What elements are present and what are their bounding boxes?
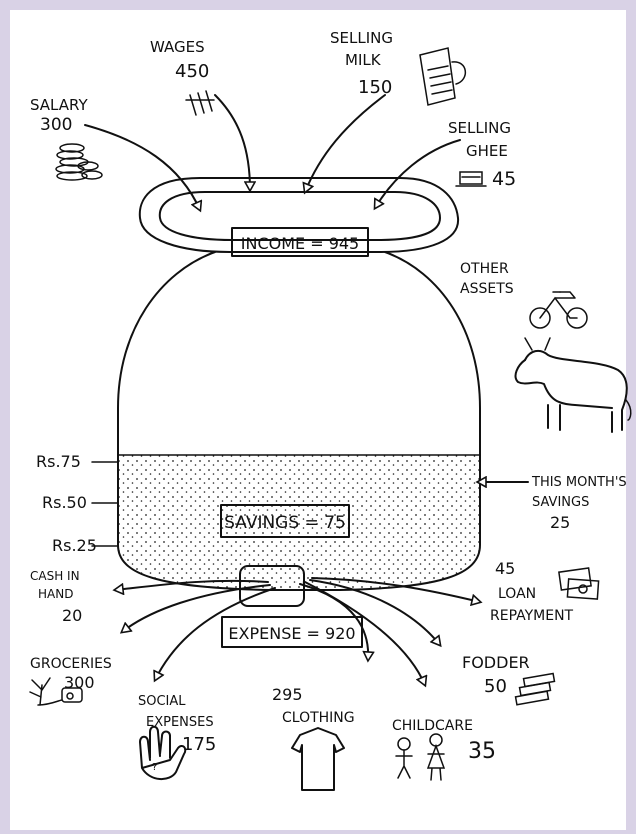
clothing-label: CLOTHING bbox=[282, 710, 355, 726]
level-label-25: Rs.25 bbox=[52, 536, 97, 555]
clothing-value: 295 bbox=[272, 685, 303, 704]
ghee-tin-icon bbox=[456, 172, 486, 186]
wages-value: 450 bbox=[175, 61, 209, 82]
savings-total: SAVINGS = 75 bbox=[224, 513, 346, 533]
fodder-label: FODDER bbox=[462, 653, 530, 672]
bicycle-icon bbox=[530, 292, 587, 328]
childcare-value: 35 bbox=[468, 739, 496, 764]
loan-label-1: LOAN bbox=[498, 586, 536, 602]
coin-stack-icon bbox=[56, 144, 102, 180]
money-notes-icon bbox=[559, 568, 599, 599]
income-total: INCOME = 945 bbox=[241, 234, 359, 253]
level-label-75: Rs.75 bbox=[36, 452, 81, 471]
groceries-label: GROCERIES bbox=[30, 656, 112, 672]
wages-arrow bbox=[215, 95, 250, 190]
tally-marks-icon bbox=[186, 91, 214, 115]
social-value: 175 bbox=[182, 734, 216, 755]
social-label-1: SOCIAL bbox=[138, 694, 186, 709]
childcare-label: CHILDCARE bbox=[392, 718, 473, 734]
salary-label: SALARY bbox=[30, 96, 88, 114]
ghee-label-1: SELLING bbox=[448, 119, 511, 137]
ghee-value: 45 bbox=[492, 168, 516, 190]
assets-label-2: ASSETS bbox=[460, 281, 514, 297]
milk-value: 150 bbox=[358, 77, 392, 98]
loan-label-2: REPAYMENT bbox=[490, 608, 574, 624]
milk-label-1: SELLING bbox=[330, 29, 393, 47]
children-icon bbox=[396, 734, 444, 780]
this-month-label-1: THIS MONTH'S bbox=[531, 475, 627, 490]
cash-label-2: HAND bbox=[38, 587, 73, 601]
ghee-arrow bbox=[375, 140, 460, 208]
cash-label-1: CASH IN bbox=[30, 569, 80, 583]
salary-arrow bbox=[85, 125, 200, 210]
fodder-bundle-icon bbox=[516, 673, 555, 704]
assets-label-1: OTHER bbox=[460, 261, 509, 277]
level-label-50: Rs.50 bbox=[42, 493, 87, 512]
svg-text:?: ? bbox=[152, 762, 157, 773]
milk-jug-icon bbox=[420, 48, 465, 105]
cow-icon bbox=[516, 338, 631, 432]
cash-value: 20 bbox=[62, 606, 82, 625]
shirt-icon bbox=[292, 728, 344, 790]
pot-rim-inner bbox=[160, 192, 440, 240]
fodder-value: 50 bbox=[484, 676, 507, 697]
milk-label-2: MILK bbox=[345, 51, 382, 69]
clothing-arrow bbox=[300, 584, 368, 660]
ghee-label-2: GHEE bbox=[466, 142, 508, 160]
groceries-value: 300 bbox=[64, 673, 95, 692]
this-month-value: 25 bbox=[550, 513, 570, 532]
wages-label: WAGES bbox=[150, 38, 205, 56]
this-month-label-2: SAVINGS bbox=[532, 495, 589, 510]
loan-value: 45 bbox=[495, 559, 515, 578]
salary-value: 300 bbox=[40, 115, 72, 135]
hand-icon: ? bbox=[140, 727, 185, 779]
expense-total: EXPENSE = 920 bbox=[228, 624, 355, 643]
